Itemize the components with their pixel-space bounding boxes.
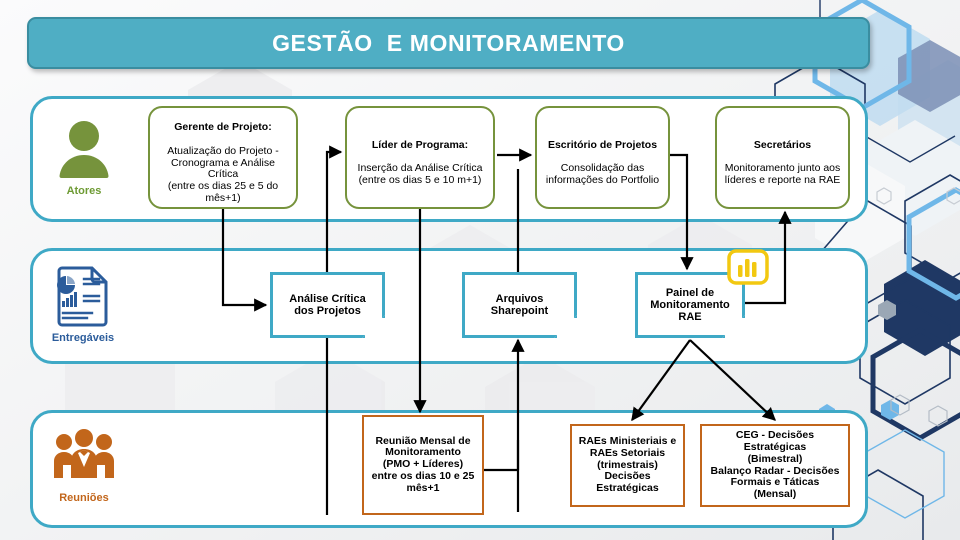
lane-label-reunioes: Reuniões (59, 491, 109, 504)
node-secretarios-body: Monitoramento junto aos líderes e report… (724, 162, 841, 187)
person-icon (59, 120, 109, 178)
node-escritorio-body: Consolidação das informações do Portfoli… (545, 162, 660, 187)
node-ceg-label: CEG - Decisões Estratégicas (Bimestral) … (710, 429, 840, 500)
node-escritorio-de-projetos[interactable]: Escritório de Projetos Consolidação das … (535, 106, 670, 209)
node-reuniao-mensal-monitoramento[interactable]: Reunião Mensal de Monitoramento (PMO + L… (362, 415, 484, 515)
node-gerente-de-projeto[interactable]: Gerente de Projeto: Atualização do Proje… (148, 106, 298, 209)
node-gerente-body: Atualização do Projeto - Cronograma e An… (167, 144, 279, 204)
node-lider-de-programa[interactable]: Líder de Programa: Inserção da Análise C… (345, 106, 495, 209)
node-reuniao-label: Reunião Mensal de Monitoramento (PMO + L… (371, 434, 475, 494)
node-arquivos-sharepoint[interactable]: Arquivos Sharepoint (462, 272, 577, 338)
node-painel-label: Painel de Monitoramento RAE (650, 286, 730, 324)
page-title: GESTÃO E MONITORAMENTO (272, 29, 625, 56)
node-secretarios-title: Secretários (753, 138, 812, 151)
node-lider-body: Inserção da Análise Crítica (entre os di… (357, 162, 483, 187)
page-fold-fill (557, 318, 576, 337)
lane-icon-entregaveis: Entregáveis (44, 256, 122, 352)
people-meeting-icon (54, 428, 114, 478)
node-raes-label: RAEs Ministeriais e RAEs Setoriais (trim… (578, 435, 677, 495)
node-gerente-title: Gerente de Projeto: (174, 121, 272, 134)
page-fold-fill (725, 318, 744, 337)
powerbi-icon (727, 249, 769, 285)
node-ceg-decisoes-estrategicas[interactable]: CEG - Decisões Estratégicas (Bimestral) … (700, 424, 850, 507)
lane-label-atores: Atores (66, 184, 102, 197)
node-secretarios[interactable]: Secretários Monitoramento junto aos líde… (715, 106, 850, 209)
node-arquivos-label: Arquivos Sharepoint (490, 292, 549, 317)
node-lider-title: Líder de Programa: (371, 138, 469, 151)
lane-label-entregaveis: Entregáveis (51, 331, 115, 344)
slide-title-bar: GESTÃO E MONITORAMENTO (27, 17, 870, 69)
node-analise-critica-dos-projetos[interactable]: Análise Crítica dos Projetos (270, 272, 385, 338)
page-fold-fill (365, 318, 384, 337)
node-raes-ministeriais-setoriais[interactable]: RAEs Ministeriais e RAEs Setoriais (trim… (570, 424, 685, 507)
node-analise-label: Análise Crítica dos Projetos (289, 292, 366, 317)
node-escritorio-title: Escritório de Projetos (547, 138, 658, 151)
document-report-icon (57, 266, 108, 326)
lane-icon-reunioes: Reuniões (44, 418, 124, 514)
lane-icon-atores: Atores (48, 106, 120, 208)
